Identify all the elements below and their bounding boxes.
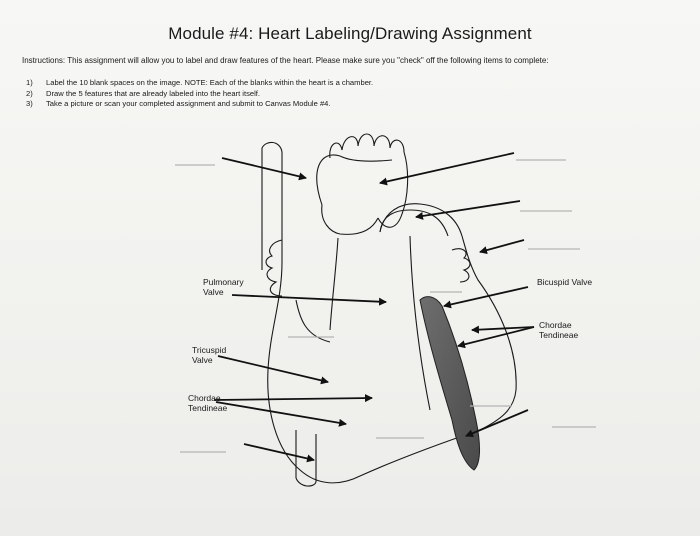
arrow — [457, 326, 535, 349]
interventricular-septum — [409, 235, 431, 411]
label-line: Valve — [203, 287, 224, 297]
arrow — [243, 443, 315, 463]
step-item: 3) Take a picture or scan your completed… — [26, 99, 373, 110]
label-line: Chordae — [539, 320, 572, 330]
arrow — [479, 239, 525, 255]
aortic-branches — [329, 133, 405, 159]
chordae-tendineae-right-label: Chordae Tendineae — [539, 320, 578, 340]
page-title: Module #4: Heart Labeling/Drawing Assign… — [168, 24, 532, 43]
heart-outline — [261, 133, 517, 487]
inferior-vena-cava — [295, 430, 317, 482]
arrow — [213, 394, 373, 403]
left-ventricle-wall — [419, 296, 480, 471]
pulmonary-valve-label: Pulmonary Valve — [203, 277, 244, 297]
chordae-tendineae-left-label: Chordae Tendineae — [188, 393, 227, 413]
step-item: 1) Label the 10 blank spaces on the imag… — [26, 78, 373, 89]
label-line: Valve — [192, 355, 213, 365]
step-text: Draw the 5 features that are already lab… — [46, 88, 261, 98]
step-number: 2) — [26, 88, 33, 98]
arrow — [415, 200, 521, 220]
step-item: 2) Draw the 5 features that are already … — [26, 89, 373, 100]
pulmonary-vessels-left — [265, 239, 283, 297]
arrow — [465, 409, 529, 437]
arrow — [231, 294, 387, 306]
step-number: 3) — [26, 99, 33, 108]
instruction-steps: 1) Label the 10 blank spaces on the imag… — [26, 78, 373, 110]
pointer-arrows — [213, 152, 535, 463]
arrow — [221, 157, 307, 181]
label-line: Tendineae — [539, 330, 579, 340]
pulmonary-veins-right — [451, 248, 471, 283]
arrow — [217, 355, 329, 385]
step-number: 1) — [26, 78, 33, 87]
label-line: Pulmonary — [203, 277, 244, 287]
arrow — [215, 401, 347, 427]
step-text: Label the 10 blank spaces on the image. … — [46, 78, 374, 87]
aortic-arch — [316, 151, 409, 228]
step-text: Take a picture or scan your completed as… — [46, 99, 331, 108]
bicuspid-valve-label: Bicuspid Valve — [537, 277, 593, 287]
arrow — [379, 152, 515, 186]
label-line: Tendineae — [188, 403, 228, 413]
answer-blanks — [175, 159, 596, 453]
arrow — [471, 325, 535, 334]
label-line: Chordae — [188, 393, 221, 403]
label-line: Tricuspid — [192, 345, 227, 355]
instructions-text: Instructions: This assignment will allow… — [22, 56, 549, 65]
superior-vena-cava — [261, 148, 283, 270]
tricuspid-valve-label: Tricuspid Valve — [192, 345, 226, 365]
arrow — [443, 286, 529, 309]
